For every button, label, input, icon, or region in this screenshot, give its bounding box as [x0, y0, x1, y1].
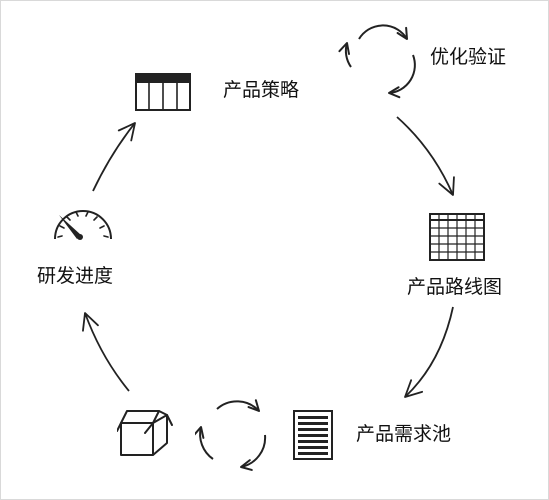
arrow-validation-to-roadmap: [396, 116, 455, 196]
list-stack-icon: [293, 410, 333, 460]
table-icon: [135, 73, 191, 111]
node-label-progress: 研发进度: [37, 265, 114, 287]
arrow-progress-to-strategy: [92, 122, 136, 192]
node-label-validation: 优化验证: [430, 46, 507, 68]
cycle-arrows-icon: [338, 24, 416, 99]
node-label-strategy: 产品策略: [223, 79, 300, 101]
node-label-roadmap: 产品路线图: [407, 276, 503, 298]
gauge-icon: [54, 210, 112, 240]
box-icon: [117, 410, 173, 456]
node-label-backlog: 产品需求池: [356, 423, 452, 445]
cycle-arrows-icon: [195, 399, 267, 471]
arrow-box-to-progress: [82, 312, 130, 392]
arrow-roadmap-to-backlog: [404, 306, 454, 398]
grid-icon: [429, 213, 485, 261]
